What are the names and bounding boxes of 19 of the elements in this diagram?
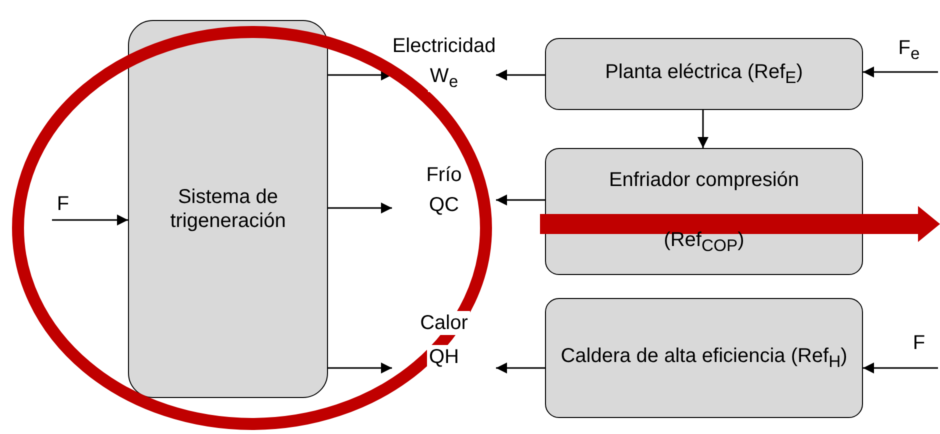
arrow — [496, 194, 545, 206]
arrow — [328, 362, 392, 374]
process-label: Enfriador compresión — [608, 168, 800, 192]
process-box — [545, 38, 863, 110]
process-box — [545, 298, 863, 418]
process-label: (Ref$_{COP}$) — [664, 228, 744, 256]
arrow — [496, 70, 545, 80]
process-label: Caldera de alta eficiencia (Ref$_{H}$) — [560, 344, 848, 372]
arrow — [863, 362, 938, 374]
arrow — [496, 362, 545, 374]
output-label: Calor — [418, 311, 470, 335]
arrow — [328, 202, 392, 214]
process-label: Planta eléctrica (Ref$_{E}$) — [605, 60, 803, 88]
arrow — [328, 70, 392, 80]
arrow — [863, 66, 938, 78]
arrow — [698, 110, 708, 148]
arrow — [52, 214, 128, 226]
system-box — [128, 20, 328, 398]
system-label: Sistema de trigeneración — [169, 185, 287, 233]
